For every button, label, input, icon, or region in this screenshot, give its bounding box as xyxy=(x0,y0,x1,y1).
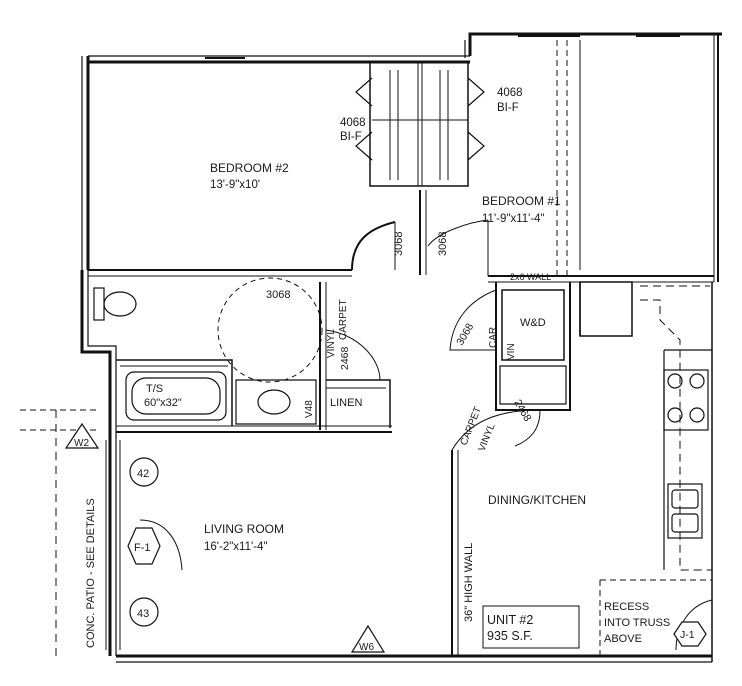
tag-42: 42 xyxy=(137,468,149,480)
top-windows xyxy=(205,35,680,59)
exterior-walls xyxy=(80,32,722,663)
living-room-size: 16'-2"x11'-4" xyxy=(204,541,268,553)
tag-j1: J-1 xyxy=(680,629,695,641)
recess-note-line2: INTO TRUSS xyxy=(604,617,670,629)
unit-box xyxy=(482,605,580,649)
patio-note: CONC. PATIO - SEE DETAILS xyxy=(85,498,97,648)
closet-right-door-sub: BI-F xyxy=(497,102,519,114)
laundry-door-label: 3068 xyxy=(454,321,476,347)
tag-w6-triangle xyxy=(350,624,386,653)
high-wall-note: 36" HIGH WALL xyxy=(463,543,475,622)
bath-door-label: 3068 xyxy=(266,289,290,301)
closet-right-door-label: 4068 xyxy=(497,87,523,99)
bedroom1-label: BEDROOM #1 xyxy=(482,194,561,208)
wd-label: W&D xyxy=(520,317,546,329)
laundry-car-label: CAR. xyxy=(488,324,499,348)
bath-vinyl-label: VINYL xyxy=(326,329,337,358)
tub-label: T/S xyxy=(146,383,163,395)
bedroom2-label: BEDROOM #2 xyxy=(210,161,289,175)
wall-2x6-label: 2x6 WALL xyxy=(510,272,551,282)
bedroom2-size: 13'-9"x10' xyxy=(210,179,260,191)
bed1-door-label: 3068 xyxy=(437,232,449,256)
linen-label: LINEN xyxy=(330,397,362,409)
closet-left-door-sub: BI-F xyxy=(340,131,362,143)
laundry-vin-label: VIN xyxy=(506,343,517,360)
bath-carpet-label: CARPET xyxy=(338,299,349,340)
tag-w2-triangle xyxy=(64,422,100,449)
dining-kitchen-label: DINING/KITCHEN xyxy=(488,493,586,507)
closet-left-door-label: 4068 xyxy=(340,117,366,129)
tag-f1: F-1 xyxy=(134,542,151,554)
bedroom1-size: 11'-9"x11'-4" xyxy=(482,213,545,225)
kitchen-vinyl-label: VINYL xyxy=(477,422,498,453)
tag-w2: W2 xyxy=(74,438,89,449)
unit-area: 935 S.F. xyxy=(487,629,533,643)
living-room-label: LIVING ROOM xyxy=(204,522,284,536)
tub-size: 60"x32" xyxy=(144,397,182,409)
linen-door-label: 2468 xyxy=(339,346,351,370)
bed2-door-label: 3068 xyxy=(393,232,405,256)
unit-name: UNIT #2 xyxy=(487,613,533,627)
tag-j1-hex xyxy=(673,621,707,647)
vanity-label: V48 xyxy=(304,400,315,418)
recess-note-line3: ABOVE xyxy=(604,633,642,645)
tag-f1-hex xyxy=(127,527,161,565)
labels: BEDROOM #2 13'-9"x10' BEDROOM #1 11'-9"x… xyxy=(74,87,695,653)
tag-42-circle xyxy=(129,457,159,487)
fixtures xyxy=(93,287,705,533)
door-swings xyxy=(139,277,713,651)
interior-walls xyxy=(20,40,714,656)
tag-w6: W6 xyxy=(359,642,374,653)
tag-43-circle xyxy=(129,597,159,627)
recess-note-line1: RECESS xyxy=(604,601,649,613)
tag-43: 43 xyxy=(137,608,149,620)
tag-symbols xyxy=(64,422,707,653)
